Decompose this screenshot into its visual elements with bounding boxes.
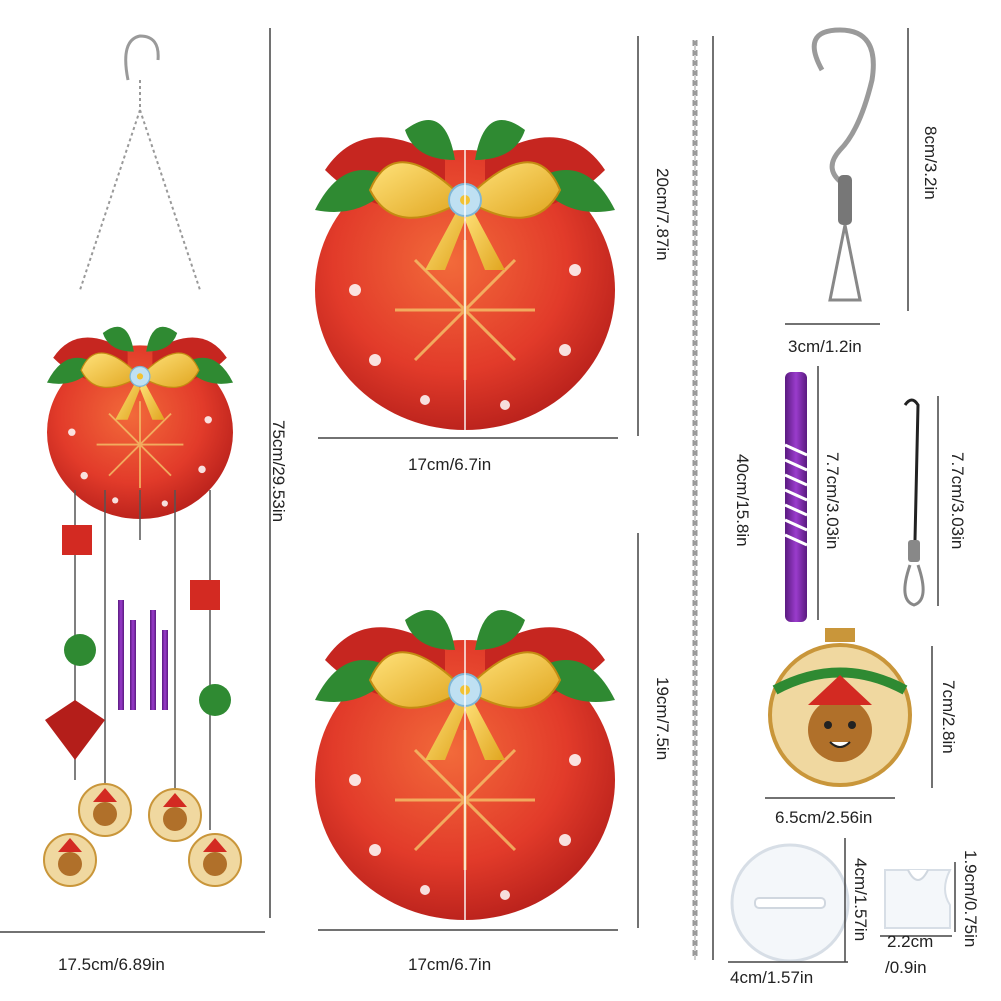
- top-ornament-height-label: 20cm/7.87in: [653, 168, 672, 261]
- chime-height-label: 75cm/29.53in: [269, 420, 288, 523]
- mini-ornament-illustration: [768, 628, 912, 787]
- lanyard-length-label: 7.7cm/3.03in: [948, 452, 967, 550]
- top-ornament-width-label: 17cm/6.7in: [408, 455, 492, 474]
- drill-pen-illustration: [784, 372, 808, 622]
- pen-length-label: 7.7cm/3.03in: [823, 452, 842, 550]
- disc-height-label: 4cm/1.57in: [851, 858, 870, 942]
- s-hook-illustration: [811, 27, 876, 302]
- top-ornament-illustration: [313, 90, 617, 432]
- assembled-wind-chime: [43, 34, 242, 887]
- mini-ornament-width-label: 6.5cm/2.56in: [775, 808, 873, 827]
- lanyard-illustration: [903, 398, 925, 607]
- hook-height-label: 8cm/3.2in: [921, 126, 940, 200]
- clip-height-label: 1.9cm/0.75in: [961, 850, 980, 948]
- disc-width-label: 4cm/1.57in: [730, 968, 814, 987]
- measurement-lines: [0, 28, 956, 963]
- clip-width-label-line2: /0.9in: [885, 958, 927, 977]
- bottom-ornament-illustration: [313, 580, 617, 922]
- bottom-ornament-width-label: 17cm/6.7in: [408, 955, 492, 974]
- hook-width-label: 3cm/1.2in: [788, 337, 862, 356]
- chain-length-label: 40cm/15.8in: [733, 454, 752, 547]
- bottom-ornament-height-label: 19cm/7.5in: [653, 677, 672, 761]
- mini-ornament-height-label: 7cm/2.8in: [939, 680, 958, 754]
- acrylic-disc-illustration: [730, 843, 850, 963]
- chime-width-label: 17.5cm/6.89in: [58, 955, 165, 974]
- acrylic-clip-illustration: [884, 869, 952, 929]
- clip-width-label-line1: 2.2cm: [887, 932, 934, 951]
